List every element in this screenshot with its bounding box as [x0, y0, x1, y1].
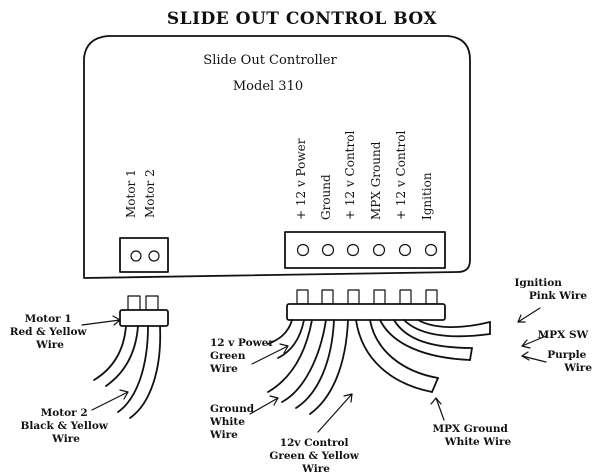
motor-2-screw: [148, 250, 160, 262]
motor-2-leader: [91, 391, 129, 411]
motor-2-wire-label: Motor 2 Black & Yellow Wire: [20, 407, 111, 445]
diagram-title: SLIDE OUT CONTROL BOX: [167, 9, 438, 29]
motor-1-arrowhead: [112, 315, 121, 326]
motor-plug-pin-1: [127, 295, 141, 311]
wire-labels: Motor 1 Red & Yellow Wire Motor 2 Black …: [10, 277, 593, 475]
control-terminal-labels: + 12 v Power Ground + 12 v Control MPX G…: [294, 131, 434, 220]
motor-wire-1-left: [93, 325, 127, 381]
motor-terminal-block: [119, 237, 169, 273]
control-screw-1: [346, 243, 360, 257]
motor-plug: [119, 295, 169, 327]
controller-name: Slide Out Controller: [203, 53, 337, 68]
control-box-outline: [83, 35, 471, 279]
motor-wire-1-right: [105, 325, 139, 387]
power-wire-edge-b: [277, 319, 305, 359]
motor-1-terminal-label: Motor 1: [124, 169, 138, 218]
motor-1-leader: [81, 319, 121, 326]
mpx-sw-wire-edge-b: [393, 319, 473, 349]
control-plug-pin-4: [373, 289, 386, 305]
mpx-ground-terminal-label: MPX Ground: [369, 141, 383, 220]
mpx-ground-arrowhead: [430, 397, 442, 405]
control-terminal-label-1: + 12 v Control: [343, 131, 357, 220]
motor-1-wire-label: Motor 1 Red & Yellow Wire: [10, 313, 90, 351]
control-wires: [267, 319, 491, 415]
motor-plug-pin-2: [145, 295, 159, 311]
power-leader: [251, 345, 289, 365]
motor-wire-2-right: [129, 325, 162, 419]
mpx-ground-wire-end: [431, 377, 439, 393]
motor-plug-body: [119, 309, 169, 327]
motor-wire-2-left: [117, 325, 149, 413]
ignition-wire-edge-b: [417, 319, 491, 328]
control-plug-body: [286, 303, 446, 321]
control-terminal-label-2: + 12 v Control: [394, 131, 408, 220]
power-arrowhead: [279, 343, 289, 354]
ground-leader: [249, 397, 279, 415]
control-screw-2: [398, 243, 412, 257]
mpx-sw-wire-label: MPX SW Purple Wire: [538, 329, 593, 374]
ignition-arrowhead: [517, 314, 526, 323]
ignition-terminal-label: Ignition: [420, 172, 434, 220]
purple-leader: [521, 355, 547, 363]
control-plug-pin-6: [425, 289, 438, 305]
purple-arrowhead: [521, 351, 530, 361]
ground-wire-edge-b: [281, 319, 327, 403]
mpx-sw-arrowhead: [521, 339, 531, 349]
control-plug-pin-2: [321, 289, 334, 305]
control-wire-edge-b: [309, 319, 349, 415]
mpx-ground-leader: [435, 397, 445, 421]
mpx-ground-wire-edge-a: [355, 319, 433, 393]
mpx-sw-wire-end: [469, 347, 473, 361]
motor-block-frame: [119, 237, 169, 273]
motor-terminal-labels: Motor 1 Motor 2: [124, 169, 157, 218]
control-plug-pin-5: [399, 289, 412, 305]
mpx-ground-wire-edge-b: [369, 319, 439, 379]
ignition-wire-label: Ignition Pink Wire: [514, 277, 587, 302]
control-plug-pin-1: [296, 289, 309, 305]
power-wire-edge-a: [267, 319, 293, 345]
ground-terminal-label: Ground: [319, 174, 333, 220]
control-plug: [286, 289, 446, 321]
ignition-leader: [517, 307, 541, 323]
motor-1-screw: [130, 250, 142, 262]
power-screw: [296, 243, 310, 257]
controller-model: Model 310: [233, 79, 303, 94]
control-arrowhead: [343, 393, 353, 403]
control-wire-label: 12v Control Green & Yellow Wire: [269, 437, 362, 475]
mpx-ground-screw: [372, 243, 386, 257]
control-leader: [317, 393, 353, 433]
power-wire-label: 12 v Power Green Wire: [209, 337, 278, 375]
motor-2-arrowhead: [119, 389, 129, 400]
control-wire-edge-a: [295, 319, 335, 409]
control-block-frame: [284, 231, 446, 269]
ground-screw: [321, 243, 335, 257]
power-terminal-label: + 12 v Power: [294, 138, 308, 220]
mpx-ground-wire-label: MPX Ground White Wire: [432, 423, 511, 448]
control-terminal-block: [284, 231, 446, 269]
motor-wires: [93, 325, 162, 419]
control-plug-pin-3: [347, 289, 360, 305]
ignition-wire-edge-a: [403, 319, 491, 338]
mpx-sw-leader: [521, 335, 547, 347]
ignition-screw: [424, 243, 438, 257]
ground-wire-label: Ground White Wire: [209, 403, 258, 441]
mpx-sw-wire-edge-a: [379, 319, 471, 361]
leader-arrows: [81, 307, 547, 433]
motor-2-terminal-label: Motor 2: [143, 169, 157, 218]
ground-arrowhead: [269, 395, 279, 406]
ground-wire-edge-a: [267, 319, 313, 393]
